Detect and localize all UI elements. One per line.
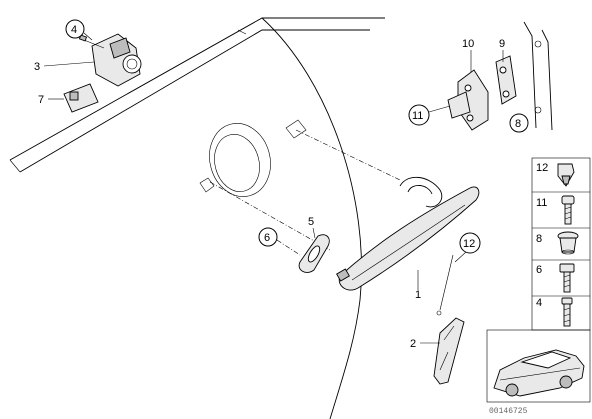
svg-text:11: 11 bbox=[536, 197, 547, 209]
callout-3: 3 bbox=[34, 61, 95, 73]
door-check-part bbox=[447, 69, 489, 131]
callout-4: 4 bbox=[65, 19, 93, 41]
callout-10: 10 bbox=[462, 38, 474, 72]
hardware-4-pin: 4 bbox=[536, 297, 573, 327]
callout-2: 2 bbox=[410, 338, 440, 350]
document-id: 00146725 bbox=[489, 407, 528, 416]
svg-text:12: 12 bbox=[536, 162, 548, 174]
door-handle-part bbox=[336, 176, 480, 316]
bracket-part bbox=[63, 83, 99, 113]
svg-text:4: 4 bbox=[536, 297, 542, 309]
svg-text:4: 4 bbox=[71, 24, 77, 36]
hardware-8-grommet: 8 bbox=[536, 231, 579, 255]
svg-text:3: 3 bbox=[34, 61, 40, 73]
hardware-6-bolt: 6 bbox=[536, 263, 575, 293]
hardware-11-screw: 11 bbox=[536, 195, 575, 225]
svg-text:10: 10 bbox=[462, 38, 474, 50]
vehicle-thumbnail bbox=[486, 329, 591, 403]
handle-carrier-part bbox=[433, 317, 465, 385]
door-panel-outline bbox=[9, 17, 385, 419]
svg-text:6: 6 bbox=[264, 232, 270, 244]
hinge-plate-part bbox=[495, 55, 517, 105]
svg-text:11: 11 bbox=[412, 110, 423, 122]
svg-text:12: 12 bbox=[463, 238, 475, 250]
callout-8: 8 bbox=[509, 113, 529, 133]
handle-recess-outline bbox=[199, 119, 401, 251]
hardware-12-clip: 12 bbox=[536, 162, 575, 187]
callout-5: 5 bbox=[308, 216, 316, 239]
lock-cylinder-part bbox=[78, 33, 142, 87]
svg-text:9: 9 bbox=[499, 38, 505, 50]
callout-6: 6 bbox=[258, 227, 301, 256]
svg-text:6: 6 bbox=[536, 264, 542, 276]
svg-text:1: 1 bbox=[415, 289, 421, 301]
callout-11: 11 bbox=[408, 104, 451, 126]
svg-text:2: 2 bbox=[410, 338, 416, 350]
svg-text:8: 8 bbox=[536, 233, 542, 245]
svg-text:5: 5 bbox=[308, 216, 314, 228]
callout-1: 1 bbox=[415, 270, 421, 301]
gasket-part bbox=[298, 234, 330, 273]
svg-text:7: 7 bbox=[38, 94, 44, 106]
callout-12: 12 bbox=[454, 232, 481, 263]
callout-7: 7 bbox=[38, 94, 64, 106]
door-pillar-outline bbox=[523, 21, 553, 131]
svg-text:8: 8 bbox=[515, 118, 521, 130]
callout-9: 9 bbox=[499, 38, 505, 62]
hardware-panel: 12 11 8 6 4 bbox=[531, 157, 591, 331]
